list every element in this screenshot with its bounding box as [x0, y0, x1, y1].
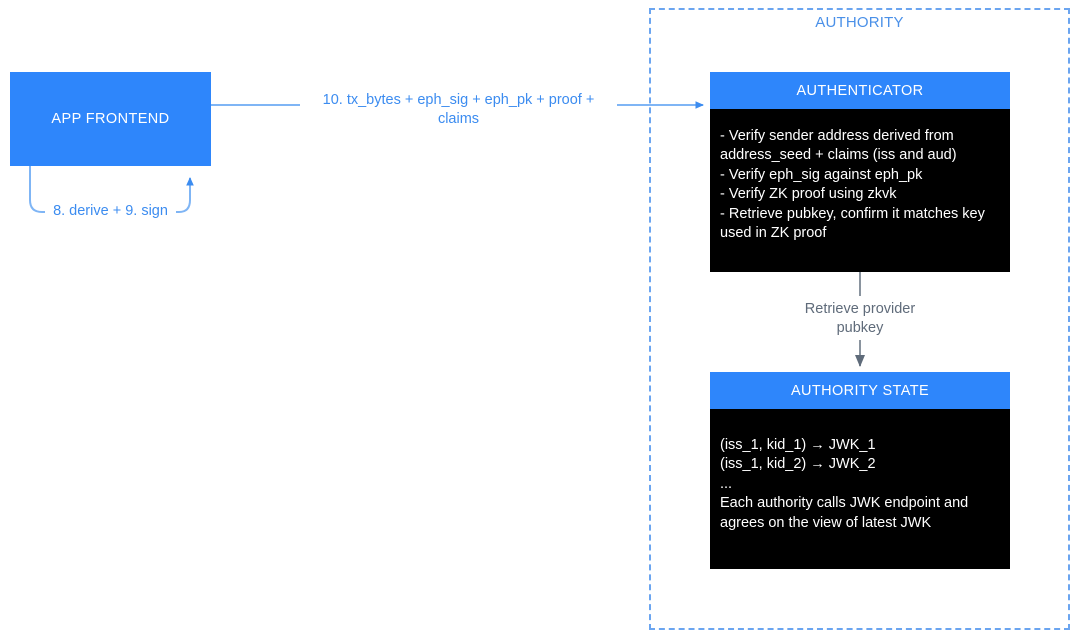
panel-authority-state[interactable]: AUTHORITY STATE (iss_1, kid_1) → JWK_1 (… — [710, 372, 1010, 569]
edge-label-tx-bytes: 10. tx_bytes + eph_sig + eph_pk + proof … — [322, 92, 595, 127]
node-app-frontend-label: APP FRONTEND — [51, 111, 170, 127]
panel-authority-state-body: (iss_1, kid_1) → JWK_1 (iss_1, kid_2) → … — [710, 409, 1010, 569]
edge-label-derive-sign: 8. derive + 9. sign — [53, 203, 168, 219]
authority-group-frame — [649, 8, 1070, 630]
panel-authenticator-header: AUTHENTICATOR — [710, 72, 1010, 109]
node-app-frontend[interactable]: APP FRONTEND — [10, 72, 211, 166]
panel-authority-state-header: AUTHORITY STATE — [710, 372, 1010, 409]
panel-authenticator-body: - Verify sender address derived from add… — [710, 109, 1010, 272]
authority-group-label: AUTHORITY — [815, 14, 904, 31]
panel-authenticator[interactable]: AUTHENTICATOR - Verify sender address de… — [710, 72, 1010, 272]
edge-label-retrieve-provider-pubkey: Retrieve provider pubkey — [804, 301, 916, 336]
